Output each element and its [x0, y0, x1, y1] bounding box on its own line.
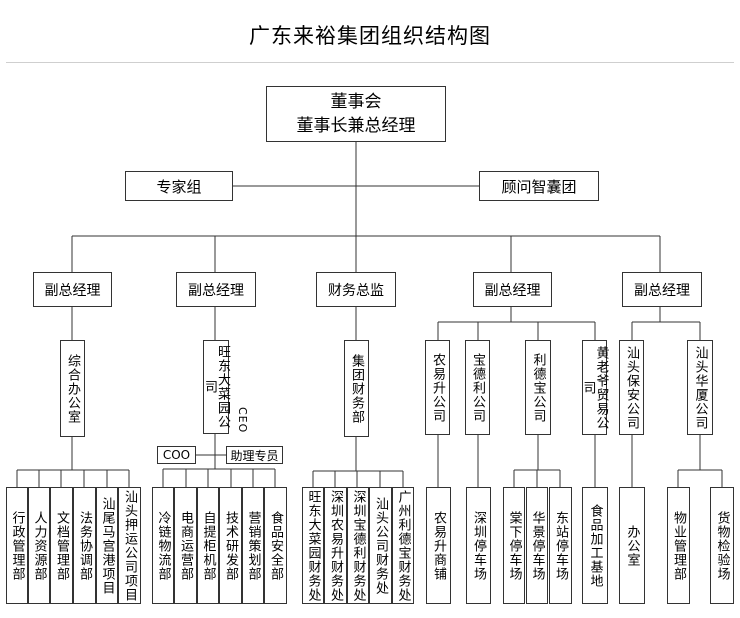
finance-office-box: 深圳农易升财务处 [324, 487, 347, 604]
unit-box: 办公室 [619, 487, 645, 604]
dept-box: 冷链物流部 [152, 487, 174, 604]
finance-office-box: 广州利德宝财务处 [392, 487, 414, 604]
unit-label: 食品加工基地 [587, 503, 603, 588]
unit-box: 深圳停车场 [466, 487, 491, 604]
dept-label: 营销策划部 [245, 510, 261, 581]
coo-box: COO [157, 446, 196, 464]
vice-gm-box-1: 副总经理 [33, 272, 112, 307]
dept-box: 法务协调部 [73, 487, 96, 604]
finance-office-box: 汕头公司财务处 [369, 487, 392, 604]
dept-label: 汕头押运公司项目 [122, 489, 137, 602]
assistant-box: 助理专员 [226, 446, 283, 464]
vice-gm-box-3: 副总经理 [473, 272, 552, 307]
wangdong-company-box: 旺东大菜园公司 [202, 340, 230, 434]
dept-label: 行政管理部 [9, 510, 25, 581]
board-subtitle: 董事长兼总经理 [296, 116, 416, 136]
dept-label: 汕尾马宫港项目 [99, 496, 115, 595]
dept-box: 文档管理部 [50, 487, 73, 604]
company-label: 农易升公司 [430, 352, 445, 423]
title-divider [6, 62, 734, 63]
group-finance-box: 集团财务部 [344, 340, 369, 437]
dept-box: 汕尾马宫港项目 [96, 487, 118, 604]
general-office-box: 综合办公室 [60, 340, 85, 437]
board-title: 董事会 [330, 92, 382, 112]
finance-office-label: 广州利德宝财务处 [395, 489, 411, 602]
board-box: 董事会 董事长兼总经理 [266, 86, 446, 142]
dept-box: 行政管理部 [6, 487, 28, 604]
dept-box: 食品安全部 [264, 487, 287, 604]
company-box-baodeli: 宝德利公司 [465, 340, 490, 435]
finance-office-label: 深圳宝德利财务处 [350, 489, 366, 602]
expert-group-box: 专家组 [125, 171, 233, 201]
page-title: 广东来裕集团组织结构图 [249, 24, 491, 48]
unit-box: 货物检验场 [710, 487, 734, 604]
unit-label: 办公室 [624, 524, 640, 567]
unit-label: 东站停车场 [553, 510, 568, 581]
dept-label: 法务协调部 [77, 510, 92, 581]
unit-box: 食品加工基地 [582, 487, 608, 604]
dept-box: 汕头押运公司项目 [118, 487, 141, 604]
finance-office-label: 旺东大菜园财务处 [305, 489, 321, 602]
vice-gm-box-2: 副总经理 [176, 272, 256, 307]
company-box-lidebao: 利德宝公司 [525, 340, 551, 435]
unit-box: 物业管理部 [667, 487, 690, 604]
unit-label: 货物检验场 [714, 510, 730, 581]
unit-box: 华景停车场 [526, 487, 548, 604]
unit-box: 棠下停车场 [503, 487, 525, 604]
vice-gm-box-4: 副总经理 [622, 272, 702, 307]
general-office-label: 综合办公室 [65, 353, 80, 424]
dept-box: 技术研发部 [219, 487, 242, 604]
company-label: 利德宝公司 [530, 352, 546, 423]
finance-office-label: 深圳农易升财务处 [328, 489, 343, 602]
company-label: 宝德利公司 [470, 352, 485, 423]
dept-label: 技术研发部 [223, 510, 238, 581]
company-label: 黄老爷贸易公司 [580, 345, 609, 430]
dept-box: 营销策划部 [242, 487, 264, 604]
group-finance-label: 集团财务部 [349, 353, 364, 424]
wangdong-company-label: 旺东大菜园公司 [202, 345, 230, 429]
unit-label: 华景停车场 [529, 510, 545, 581]
dept-label: 文档管理部 [54, 510, 69, 581]
ceo-label: CEO [236, 407, 249, 434]
dept-label: 电商运营部 [178, 510, 193, 581]
finance-office-box: 深圳宝德利财务处 [347, 487, 369, 604]
dept-box: 自提柜机部 [197, 487, 219, 604]
dept-box: 电商运营部 [174, 487, 197, 604]
company-label: 汕头华厦公司 [692, 345, 708, 430]
unit-label: 棠下停车场 [506, 510, 522, 581]
unit-box: 农易升商铺 [426, 487, 451, 604]
company-box-huanglaoye: 黄老爷贸易公司 [580, 340, 609, 435]
unit-label: 物业管理部 [671, 510, 686, 581]
finance-office-box: 旺东大菜园财务处 [302, 487, 324, 604]
advisory-group-box: 顾问智囊团 [479, 171, 599, 201]
dept-box: 人力资源部 [28, 487, 50, 604]
company-label: 汕头保安公司 [624, 345, 639, 430]
finance-office-label: 汕头公司财务处 [373, 496, 388, 595]
cfo-box: 财务总监 [316, 272, 396, 307]
dept-label: 冷链物流部 [155, 510, 171, 581]
dept-label: 食品安全部 [268, 510, 283, 581]
company-box-nongyisheng: 农易升公司 [425, 340, 450, 435]
dept-label: 自提柜机部 [200, 510, 216, 581]
unit-label: 深圳停车场 [471, 510, 486, 581]
dept-label: 人力资源部 [31, 510, 47, 581]
unit-label: 农易升商铺 [431, 510, 446, 581]
company-box-shantou-huaxia: 汕头华厦公司 [687, 340, 713, 435]
unit-box: 东站停车场 [549, 487, 572, 604]
company-box-shantou-security: 汕头保安公司 [619, 340, 644, 435]
